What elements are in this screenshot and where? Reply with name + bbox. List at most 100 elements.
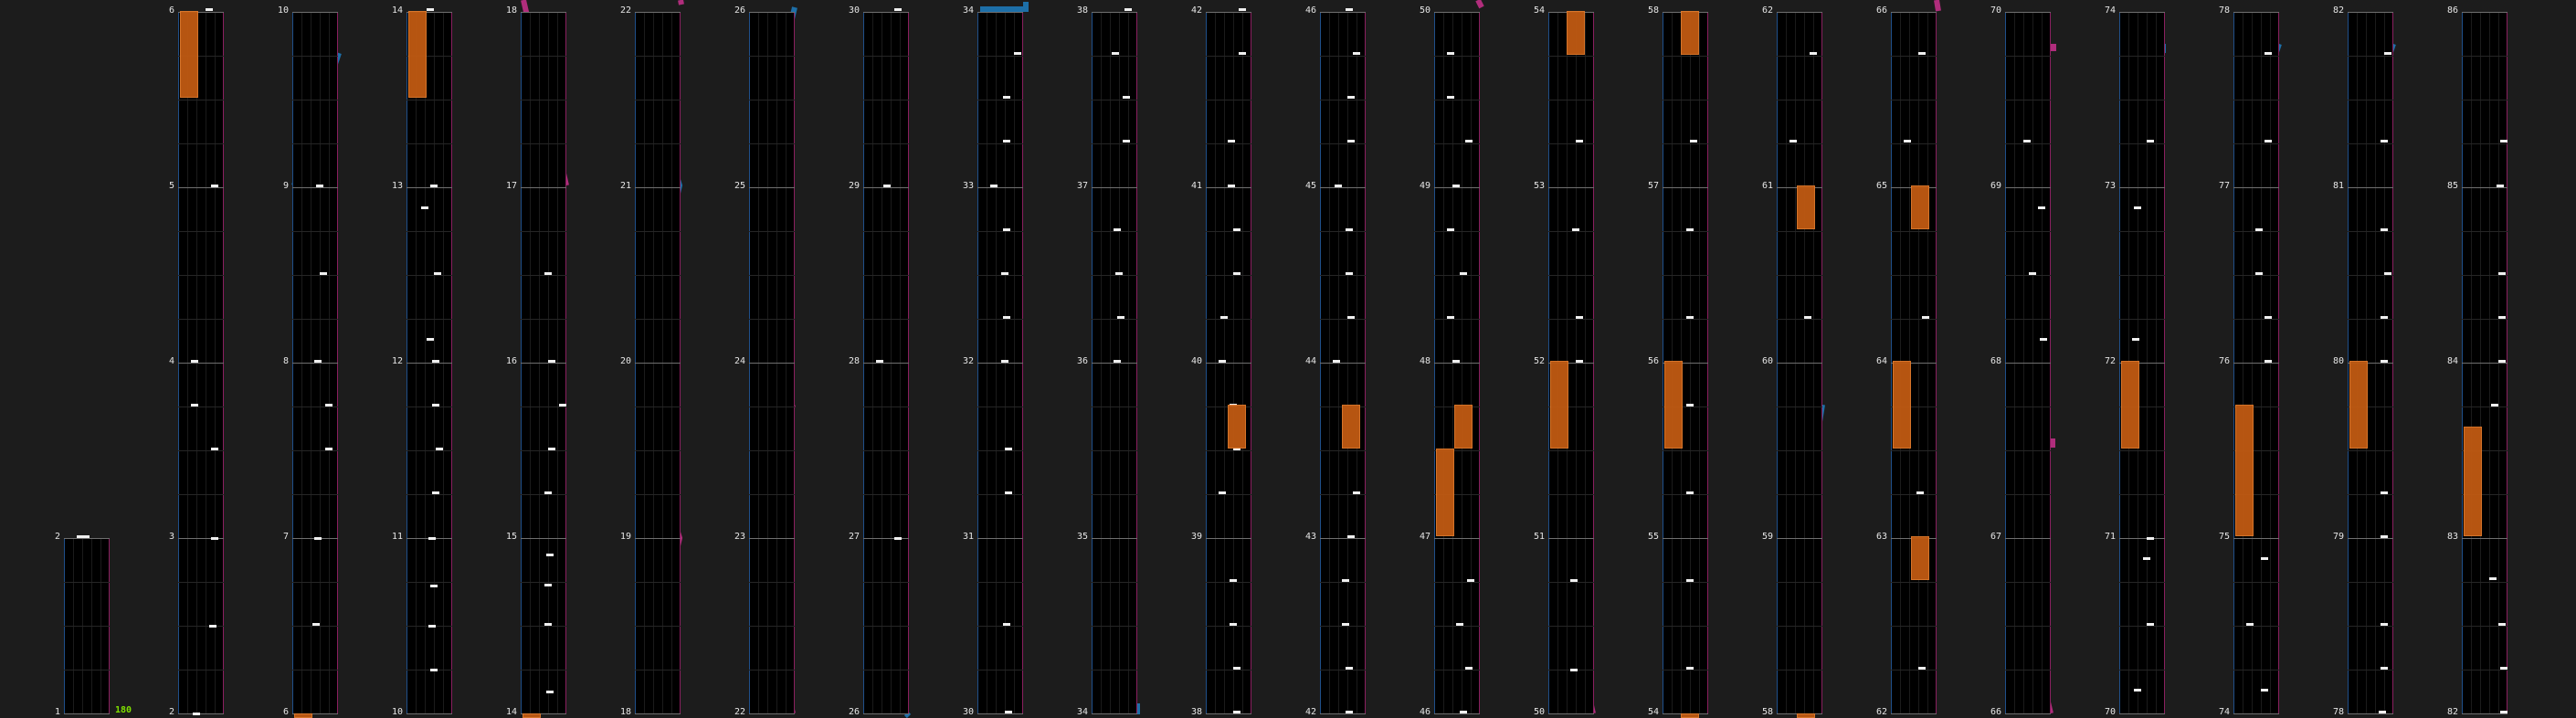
measure-number: 10 — [391, 707, 403, 717]
measure-line — [1891, 12, 1937, 13]
beat-line — [2348, 231, 2393, 232]
measure-number: 63 — [1875, 532, 1887, 542]
beat-line — [1777, 231, 1822, 232]
measure-line — [749, 538, 795, 539]
tap-note — [1686, 404, 1694, 407]
tap-note — [211, 185, 218, 187]
tap-note — [1112, 52, 1119, 55]
beat-line — [2233, 494, 2279, 495]
beat-line — [292, 626, 338, 627]
beat-line — [1092, 582, 1137, 583]
beat-line — [2462, 494, 2507, 495]
measure-number: 54 — [1533, 5, 1545, 16]
measure-line — [1548, 713, 1594, 714]
beat-line — [2119, 626, 2165, 627]
measure-number: 69 — [1990, 181, 2001, 191]
measure-line — [292, 363, 338, 364]
measure-line — [178, 713, 224, 714]
beat-line — [292, 56, 338, 57]
measure-line — [521, 538, 566, 539]
tap-note — [1456, 623, 1463, 626]
beat-line — [1434, 231, 1480, 232]
beat-line — [2119, 582, 2165, 583]
beat-line — [292, 494, 338, 495]
measure-line — [635, 713, 681, 714]
tap-note — [544, 623, 552, 626]
tap-note — [2500, 711, 2507, 713]
measure-number: 20 — [619, 356, 631, 366]
measure-line — [2119, 363, 2165, 364]
tap-note — [1239, 8, 1246, 11]
measure-line — [1434, 12, 1480, 13]
tap-note — [1115, 272, 1123, 275]
beat-line — [1891, 275, 1937, 276]
tap-note — [1230, 579, 1237, 582]
measure-number: 68 — [1990, 356, 2001, 366]
measure-line — [2462, 538, 2507, 539]
beat-line — [1206, 275, 1251, 276]
measure-number: 37 — [1076, 181, 1088, 191]
tap-note — [894, 8, 902, 11]
tap-note — [1005, 711, 1012, 713]
measure-line — [1434, 713, 1480, 714]
beat-line — [1777, 494, 1822, 495]
tap-note — [2038, 206, 2045, 209]
tap-note — [1233, 228, 1240, 231]
measure-number: 18 — [505, 5, 517, 16]
beat-line — [1206, 582, 1251, 583]
measure-number: 62 — [1875, 707, 1887, 717]
tap-note — [191, 360, 198, 363]
beat-line — [521, 450, 566, 451]
tap-note — [1239, 52, 1246, 55]
measure-number: 23 — [734, 532, 745, 542]
measure-number: 46 — [1419, 707, 1431, 717]
tap-note — [1335, 185, 1342, 187]
measure-line — [2348, 713, 2393, 714]
beat-line — [2462, 275, 2507, 276]
beat-line — [1434, 582, 1480, 583]
beat-line — [2233, 582, 2279, 583]
tap-note — [193, 713, 200, 715]
beat-line — [635, 56, 681, 57]
tap-note — [191, 404, 198, 407]
measure-line — [1206, 363, 1251, 364]
tap-note — [2381, 667, 2388, 670]
beat-line — [749, 494, 795, 495]
tap-note — [2147, 140, 2154, 143]
measure-line — [178, 12, 224, 13]
tap-note — [2381, 140, 2388, 143]
measure-line — [406, 187, 452, 188]
beat-line — [635, 275, 681, 276]
measure-line — [1434, 538, 1480, 539]
measure-line — [1320, 363, 1366, 364]
measure-line — [1092, 363, 1137, 364]
measure-number: 82 — [2332, 5, 2344, 16]
measure-number: 17 — [505, 181, 517, 191]
hold-note — [1567, 11, 1585, 55]
measure-number: 50 — [1533, 707, 1545, 717]
beat-line — [2233, 56, 2279, 57]
measure-line — [1663, 538, 1708, 539]
tap-note — [1346, 711, 1353, 713]
tap-note — [1576, 140, 1583, 143]
tap-note — [2261, 557, 2268, 560]
hold-note — [408, 11, 427, 98]
tap-note — [2134, 689, 2141, 692]
beat-line — [2462, 143, 2507, 144]
measure-number: 4 — [168, 356, 174, 366]
measure-number: 34 — [962, 5, 974, 16]
tap-note — [2491, 404, 2498, 407]
measure-line — [863, 187, 909, 188]
measure-line — [2233, 538, 2279, 539]
beat-line — [2233, 143, 2279, 144]
tap-note — [2381, 623, 2388, 626]
measure-number: 38 — [1190, 707, 1202, 717]
tap-note — [548, 448, 555, 450]
hold-note — [2121, 361, 2139, 449]
tap-note — [1003, 140, 1010, 143]
measure-line — [2233, 713, 2279, 714]
tap-note — [1447, 316, 1454, 319]
measure-line — [64, 538, 110, 539]
tap-note — [1346, 667, 1353, 670]
